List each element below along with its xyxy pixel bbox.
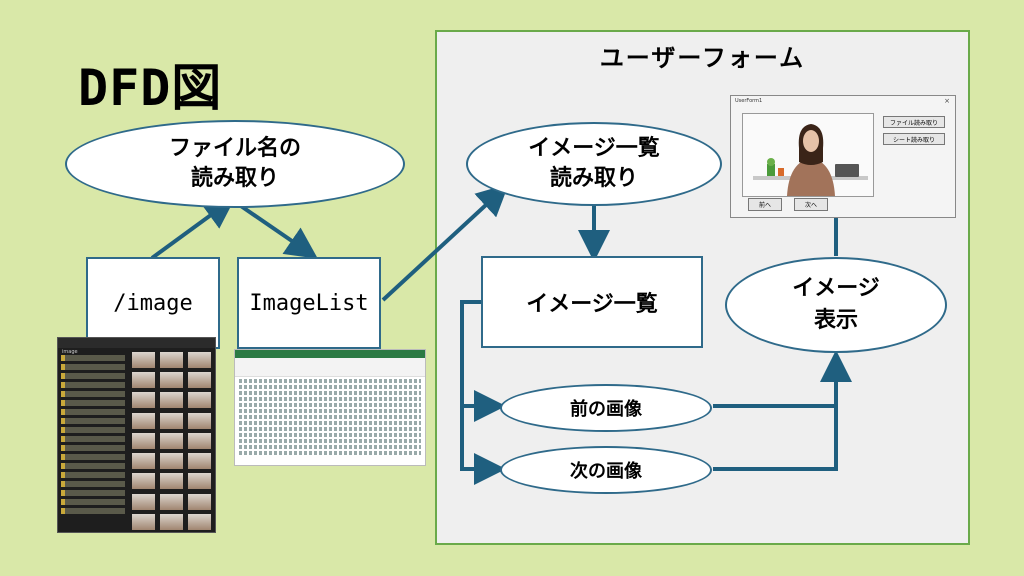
arrow-next-to-display	[713, 406, 838, 471]
excel-rows	[235, 379, 425, 455]
arrow-list-to-prev	[460, 300, 506, 422]
node-prev-image: 前の画像	[500, 384, 712, 432]
woman-photo-illustration	[743, 114, 873, 196]
node-image-display: イメージ 表示	[725, 257, 947, 353]
excel-ribbon	[235, 358, 425, 377]
prev-button[interactable]: 前へ	[748, 198, 782, 211]
node-read-image-list: イメージ一覧 読み取り	[466, 122, 722, 206]
node-next-image: 次の画像	[500, 446, 712, 494]
arrow-read-to-imagelist	[236, 202, 318, 259]
explorer-titlebar: image	[58, 338, 215, 355]
userform-image-box	[742, 113, 874, 197]
page-title: DFD図	[78, 59, 223, 117]
excel-titlebar	[235, 350, 425, 358]
excel-window-thumbnail	[234, 349, 426, 466]
read-sheet-button[interactable]: シート読み取り	[883, 133, 945, 145]
explorer-window-thumbnail: image	[57, 337, 216, 533]
arrow-image-to-read	[150, 196, 236, 260]
node-read-filenames: ファイル名の 読み取り	[65, 120, 405, 208]
node-image-folder: /image	[86, 257, 220, 349]
explorer-thumbnail-grid	[132, 352, 211, 530]
arrow-prev-to-display	[713, 350, 852, 408]
arrow-imagelist-to-readlist	[381, 183, 509, 302]
explorer-folder-tree	[58, 352, 128, 532]
userform-panel-title: ユーザーフォーム	[599, 44, 806, 72]
userform-window: UserForm1 × ファイル読み取り シート読み取り 前へ 次へ	[730, 95, 956, 218]
arrow-list-to-next	[460, 406, 506, 485]
explorer-title: image	[62, 349, 78, 355]
node-imagelist-sheet: ImageList	[237, 257, 381, 349]
userform-window-title: UserForm1	[735, 98, 763, 104]
node-image-list: イメージ一覧	[481, 256, 703, 348]
read-file-button[interactable]: ファイル読み取り	[883, 116, 945, 128]
next-button[interactable]: 次へ	[794, 198, 828, 211]
close-icon[interactable]: ×	[944, 97, 950, 105]
